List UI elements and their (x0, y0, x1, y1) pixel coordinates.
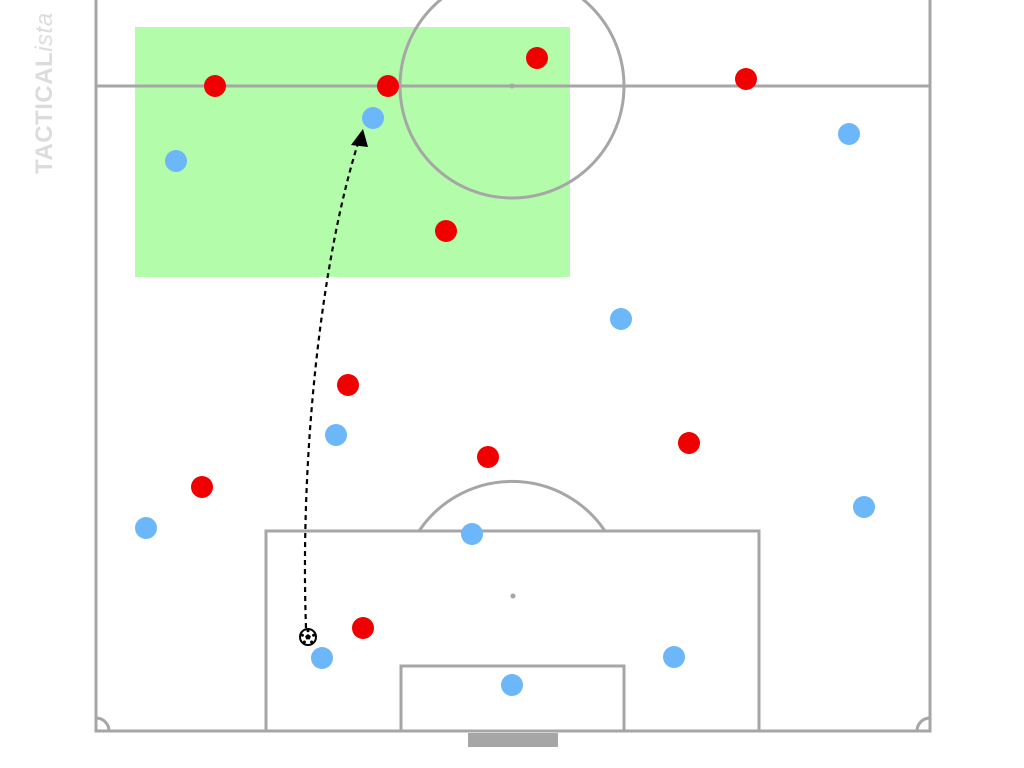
player-red (678, 432, 700, 454)
penalty-area (264, 529, 761, 733)
player-red (735, 68, 757, 90)
highlight-zone (135, 27, 570, 277)
player-blue (610, 308, 632, 330)
penalty-spot (510, 593, 516, 599)
player-blue (165, 150, 187, 172)
player-red (435, 220, 457, 242)
player-red (191, 476, 213, 498)
corner-arc-left (95, 716, 111, 732)
centre-circle (398, 0, 626, 200)
centre-spot (509, 83, 515, 89)
corner-arc-right (915, 716, 931, 732)
goal-area (399, 664, 626, 733)
soccer-ball-icon (299, 628, 317, 646)
penalty-arc (417, 479, 607, 532)
blue-team (135, 107, 875, 696)
player-blue (311, 647, 333, 669)
red-team (191, 47, 757, 639)
player-red (204, 75, 226, 97)
player-blue (135, 517, 157, 539)
player-blue (663, 646, 685, 668)
player-blue (362, 107, 384, 129)
player-blue (325, 424, 347, 446)
player-blue (853, 496, 875, 518)
player-blue (501, 674, 523, 696)
goal (468, 733, 558, 747)
player-red (526, 47, 548, 69)
player-red (337, 374, 359, 396)
player-red (477, 446, 499, 468)
pitch-markings (94, 0, 932, 733)
pass-line (303, 136, 362, 629)
pass-arrowhead (351, 129, 368, 147)
player-blue (461, 523, 483, 545)
player-red (352, 617, 374, 639)
player-red (377, 75, 399, 97)
player-blue (838, 123, 860, 145)
